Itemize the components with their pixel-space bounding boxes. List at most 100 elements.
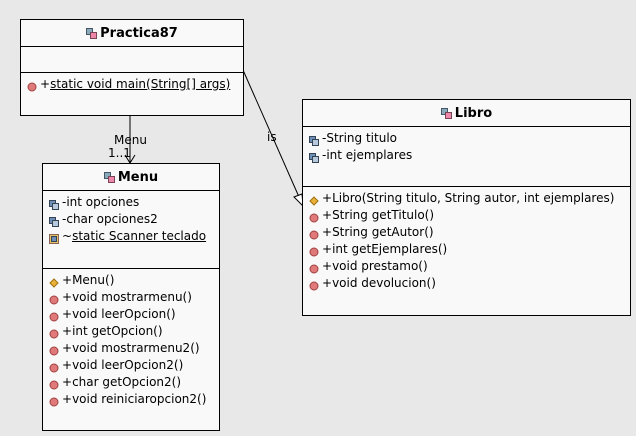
method-row[interactable]: +void prestamo(): [309, 258, 630, 275]
visibility-marker: +: [40, 77, 51, 91]
visibility-marker: +: [62, 341, 73, 355]
method-icon: [49, 361, 59, 372]
visibility-marker: -: [322, 148, 327, 162]
member-signature: void reiniciaropcion2(): [72, 392, 207, 406]
member-signature: int opciones: [66, 195, 140, 209]
visibility-marker: +: [322, 242, 333, 256]
method-row[interactable]: +void leerOpcion(): [49, 306, 219, 323]
method-row[interactable]: +Libro(String titulo, String autor, int …: [309, 190, 630, 207]
class-practica87[interactable]: Practica87 +static void main(String[] ar…: [20, 19, 244, 116]
method-icon: [49, 310, 59, 321]
member-signature: String titulo: [326, 131, 397, 145]
visibility-marker: -: [62, 212, 67, 226]
class-icon: [86, 28, 98, 39]
class-libro[interactable]: Libro -String titulo-int ejemplares +Lib…: [302, 99, 631, 316]
constructor-icon: [49, 276, 59, 288]
method-icon: [27, 80, 37, 91]
libro-association-label: is: [267, 130, 277, 144]
member-signature: String getAutor(): [332, 225, 434, 239]
method-icon: [309, 228, 319, 239]
class-icon: [440, 108, 452, 119]
methods-section: +Libro(String titulo, String autor, int …: [303, 187, 630, 292]
member-signature: void leerOpcion(): [72, 307, 176, 321]
method-icon: [309, 262, 319, 273]
attributes-section: -int opciones-char opciones2~static Scan…: [43, 191, 219, 269]
method-icon: [309, 211, 319, 222]
class-name: Menu: [117, 169, 159, 185]
visibility-marker: -: [322, 131, 327, 145]
visibility-marker: +: [322, 259, 333, 273]
visibility-marker: -: [62, 195, 67, 209]
method-row[interactable]: +void leerOpcion2(): [49, 357, 219, 374]
menu-association-label: Menu: [114, 133, 147, 147]
method-row[interactable]: +String getTitulo(): [309, 207, 630, 224]
visibility-marker: +: [322, 191, 333, 205]
method-icon: [309, 245, 319, 256]
method-icon: [49, 293, 59, 304]
class-menu[interactable]: Menu -int opciones-char opciones2~static…: [42, 163, 220, 431]
member-signature: String getTitulo(): [332, 208, 435, 222]
class-header: Libro: [303, 100, 630, 127]
constructor-icon: [309, 194, 319, 206]
method-row[interactable]: +void reiniciaropcion2(): [49, 391, 219, 408]
member-signature: void devolucion(): [332, 276, 436, 290]
method-row[interactable]: +int getOpcion(): [49, 323, 219, 340]
method-row[interactable]: +static void main(String[] args): [27, 76, 243, 93]
member-signature: int getEjemplares(): [332, 242, 448, 256]
member-signature: void mostrarmenu2(): [72, 341, 200, 355]
field-icon: [49, 198, 59, 210]
method-row[interactable]: +char getOpcion2(): [49, 374, 219, 391]
visibility-marker: +: [62, 324, 73, 338]
member-signature: static Scanner teclado: [72, 229, 207, 243]
method-row[interactable]: +void devolucion(): [309, 275, 630, 292]
visibility-marker: +: [322, 276, 333, 290]
method-icon: [49, 344, 59, 355]
attribute-row[interactable]: -String titulo: [309, 130, 630, 147]
method-row[interactable]: +void mostrarmenu(): [49, 289, 219, 306]
method-icon: [49, 378, 59, 389]
attributes-section: [21, 47, 243, 73]
member-signature: void mostrarmenu(): [72, 290, 192, 304]
method-row[interactable]: +int getEjemplares(): [309, 241, 630, 258]
member-signature: int getOpcion(): [72, 324, 163, 338]
visibility-marker: +: [62, 392, 73, 406]
visibility-marker: +: [62, 273, 73, 287]
methods-section: +static void main(String[] args): [21, 73, 243, 93]
visibility-marker: +: [322, 225, 333, 239]
member-signature: Menu(): [72, 273, 115, 287]
visibility-marker: ~: [62, 229, 73, 243]
visibility-marker: +: [62, 358, 73, 372]
method-icon: [309, 279, 319, 290]
method-row[interactable]: +String getAutor(): [309, 224, 630, 241]
static-field-icon: [49, 232, 59, 244]
class-name: Libro: [454, 105, 493, 121]
member-signature: void leerOpcion2(): [72, 358, 184, 372]
member-signature: char getOpcion2(): [72, 375, 182, 389]
field-icon: [309, 151, 319, 163]
member-signature: Libro(String titulo, String autor, int e…: [332, 191, 615, 205]
attribute-row[interactable]: -int opciones: [49, 194, 219, 211]
visibility-marker: +: [62, 307, 73, 321]
methods-section: +Menu()+void mostrarmenu()+void leerOpci…: [43, 269, 219, 408]
class-header: Practica87: [21, 20, 243, 47]
visibility-marker: +: [62, 290, 73, 304]
libro-association-line: [242, 69, 304, 207]
attribute-row[interactable]: ~static Scanner teclado: [49, 228, 219, 245]
menu-association-multiplicity: 1..1: [108, 146, 131, 160]
class-name: Practica87: [100, 25, 178, 41]
method-row[interactable]: +Menu(): [49, 272, 219, 289]
method-icon: [49, 327, 59, 338]
visibility-marker: +: [322, 208, 333, 222]
class-header: Menu: [43, 164, 219, 191]
field-icon: [49, 215, 59, 227]
member-signature: static void main(String[] args): [50, 77, 231, 91]
member-signature: char opciones2: [66, 212, 158, 226]
attribute-row[interactable]: -int ejemplares: [309, 147, 630, 164]
method-row[interactable]: +void mostrarmenu2(): [49, 340, 219, 357]
visibility-marker: +: [62, 375, 73, 389]
attributes-section: -String titulo-int ejemplares: [303, 127, 630, 187]
field-icon: [309, 134, 319, 146]
class-icon: [103, 172, 115, 183]
method-icon: [49, 395, 59, 406]
attribute-row[interactable]: -char opciones2: [49, 211, 219, 228]
